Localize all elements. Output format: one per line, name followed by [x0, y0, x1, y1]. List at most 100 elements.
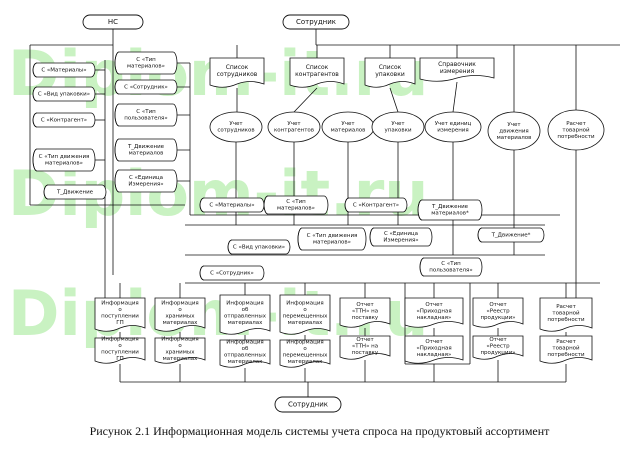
node-label: о	[303, 307, 307, 313]
node-label: товарной	[552, 309, 580, 316]
node-label: о	[118, 307, 122, 313]
node-label: материалах	[288, 359, 323, 365]
node-label: пользователя»	[429, 268, 472, 274]
node-label: Информация	[161, 301, 198, 307]
node-label: Отчет	[356, 302, 374, 308]
node-label: Отчет	[425, 339, 443, 345]
node-label: товарной	[552, 344, 580, 351]
node-label: С «Материалы»	[209, 202, 254, 208]
storage-edge	[114, 79, 120, 95]
node-label: материалов»	[45, 161, 83, 167]
document-shape	[364, 57, 416, 88]
document-shape	[279, 294, 331, 335]
node-label: пользователя»	[124, 116, 167, 122]
node-label: отправленных	[224, 314, 267, 320]
node-label: С «Тип	[441, 261, 461, 267]
node-label: потребности	[547, 317, 585, 323]
node-label: поступлении	[101, 350, 139, 356]
node-label: материалах	[163, 320, 198, 326]
node-label: Учет	[341, 121, 355, 127]
node-mid-kontragent: С «Контрагент»	[344, 197, 408, 213]
node-label: потребности	[557, 134, 595, 140]
node-label: С «Сотрудник»	[210, 270, 254, 276]
node-terminal-ns: НС	[82, 14, 144, 30]
node-label: измерения	[437, 128, 468, 134]
document-shape	[154, 297, 206, 332]
node-label: Отчет	[489, 337, 507, 343]
storage-edge	[199, 265, 205, 281]
node-label: об	[242, 307, 249, 313]
document-shape	[219, 294, 271, 335]
node-label: контрагентов	[274, 128, 314, 134]
document-shape	[154, 337, 206, 364]
node-label: отправленных	[224, 353, 267, 359]
node-terminal-sotrudnik-bottom: Сотрудник	[274, 396, 342, 413]
node-label: Учет единиц	[435, 121, 472, 127]
storage-edge	[114, 138, 120, 162]
node-label: о	[178, 343, 182, 349]
node-label: С «Тип движения	[39, 154, 90, 160]
node-label: сотрудников	[217, 128, 254, 134]
document-shape	[339, 335, 391, 360]
node-label: С «Контрагент»	[353, 202, 399, 208]
node-label: хранимых	[165, 314, 195, 320]
node-ref-materialy: С «Материалы»	[32, 62, 96, 78]
node-label: Отчет	[489, 302, 507, 308]
node-ref-vid-upakovki: С «Вид упаковки»	[32, 86, 96, 102]
node-label: продукции»	[480, 315, 515, 321]
connector-line	[293, 87, 318, 113]
node-label: движения	[499, 128, 528, 134]
node-label: измерения	[440, 68, 475, 75]
figure-caption: Рисунок 2.1 Информационная модель систем…	[89, 424, 550, 438]
node-label: материалов»	[127, 64, 165, 70]
node-label: упаковки	[375, 71, 405, 78]
node-label: Справочник	[438, 61, 476, 68]
process-shape	[424, 111, 482, 143]
node-t-dvizhenie-left: Т_Движение	[43, 184, 107, 200]
node-label: С «Единица	[129, 175, 163, 181]
process-shape	[267, 111, 321, 143]
node-label: материалах	[228, 320, 263, 326]
node-label: Т_Движение	[431, 204, 469, 210]
document-shape	[279, 339, 331, 368]
node-label: «ТТН» на	[352, 308, 378, 314]
terminal-shape	[82, 14, 144, 30]
connector-line	[452, 81, 458, 113]
node-label: «Реестр	[486, 343, 510, 349]
node-label: С «Единица	[384, 231, 418, 237]
document-shape	[419, 57, 495, 82]
node-label: Измерения»	[383, 238, 418, 244]
node-label: поставку	[352, 350, 379, 356]
document-shape	[219, 339, 271, 368]
document-shape	[404, 297, 464, 328]
process-shape	[371, 111, 425, 143]
node-label: С «Контрагент»	[41, 117, 87, 123]
node-label: Учет	[229, 121, 243, 127]
node-label: Сотрудник	[296, 18, 336, 26]
node-ref-kontragent: С «Контрагент»	[32, 112, 96, 128]
node-label: материалах	[163, 356, 198, 362]
node-mid-vid-upakovki: С «Вид упаковки»	[227, 239, 291, 255]
node-label: материалов	[497, 135, 532, 141]
storage-edge	[344, 197, 350, 213]
